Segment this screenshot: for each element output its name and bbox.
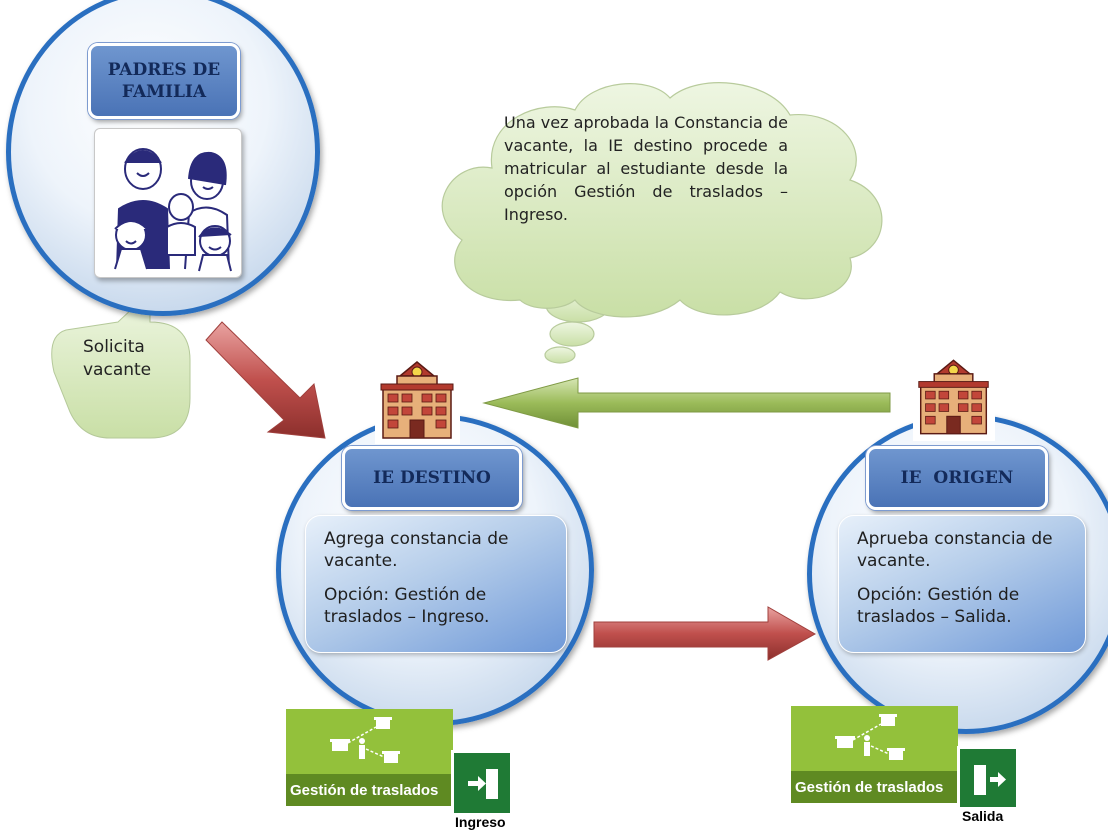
destino-school-tile — [375, 356, 460, 444]
destino-module-label: Gestión de traslados — [286, 774, 453, 806]
arrow-parents-to-destino — [205, 321, 326, 439]
destino-info-line1: Agrega constancia de vacante. — [324, 529, 509, 571]
destino-ingreso-label: Ingreso — [455, 814, 506, 830]
thought-cloud-shape — [441, 82, 883, 364]
destino-ingreso-tile[interactable] — [451, 750, 513, 816]
transfer-network-icon — [835, 714, 905, 760]
arrow-destino-to-origen — [593, 606, 817, 661]
origen-info-box: Aprueba constancia de vacante. Opción: G… — [838, 515, 1086, 653]
transfer-network-icon — [330, 717, 400, 763]
origen-title: IE ORIGEN — [866, 446, 1048, 510]
origen-info-line1: Aprueba constancia de vacante. — [857, 529, 1053, 571]
origen-module-tile[interactable]: Gestión de traslados — [791, 706, 958, 803]
destino-info-line2: Opción: Gestión de traslados – Ingreso. — [324, 585, 490, 627]
callout-shape — [51, 290, 191, 439]
arrow-origen-to-destino — [482, 377, 891, 429]
school-building-icon — [918, 359, 989, 435]
school-building-icon — [380, 361, 454, 439]
origen-salida-label: Salida — [962, 808, 1004, 824]
enter-door-icon — [468, 769, 498, 799]
family-image — [94, 128, 242, 278]
callout-text: Solicita vacante — [83, 337, 152, 380]
exit-door-icon — [974, 765, 1006, 795]
family-drawing-icon — [114, 148, 232, 272]
destino-title: IE DESTINO — [342, 446, 522, 510]
origen-salida-tile[interactable] — [957, 746, 1019, 810]
parents-title: PADRES DE FAMILIA — [88, 43, 240, 119]
destino-module-tile[interactable]: Gestión de traslados — [286, 709, 453, 806]
origen-info-line2: Opción: Gestión de traslados – Salida. — [857, 585, 1020, 627]
origen-school-tile — [913, 353, 995, 441]
destino-info-box: Agrega constancia de vacante. Opción: Ge… — [305, 515, 567, 653]
cloud-text: Una vez aprobada la Constancia de vacant… — [504, 113, 788, 224]
origen-module-label: Gestión de traslados — [791, 771, 958, 803]
